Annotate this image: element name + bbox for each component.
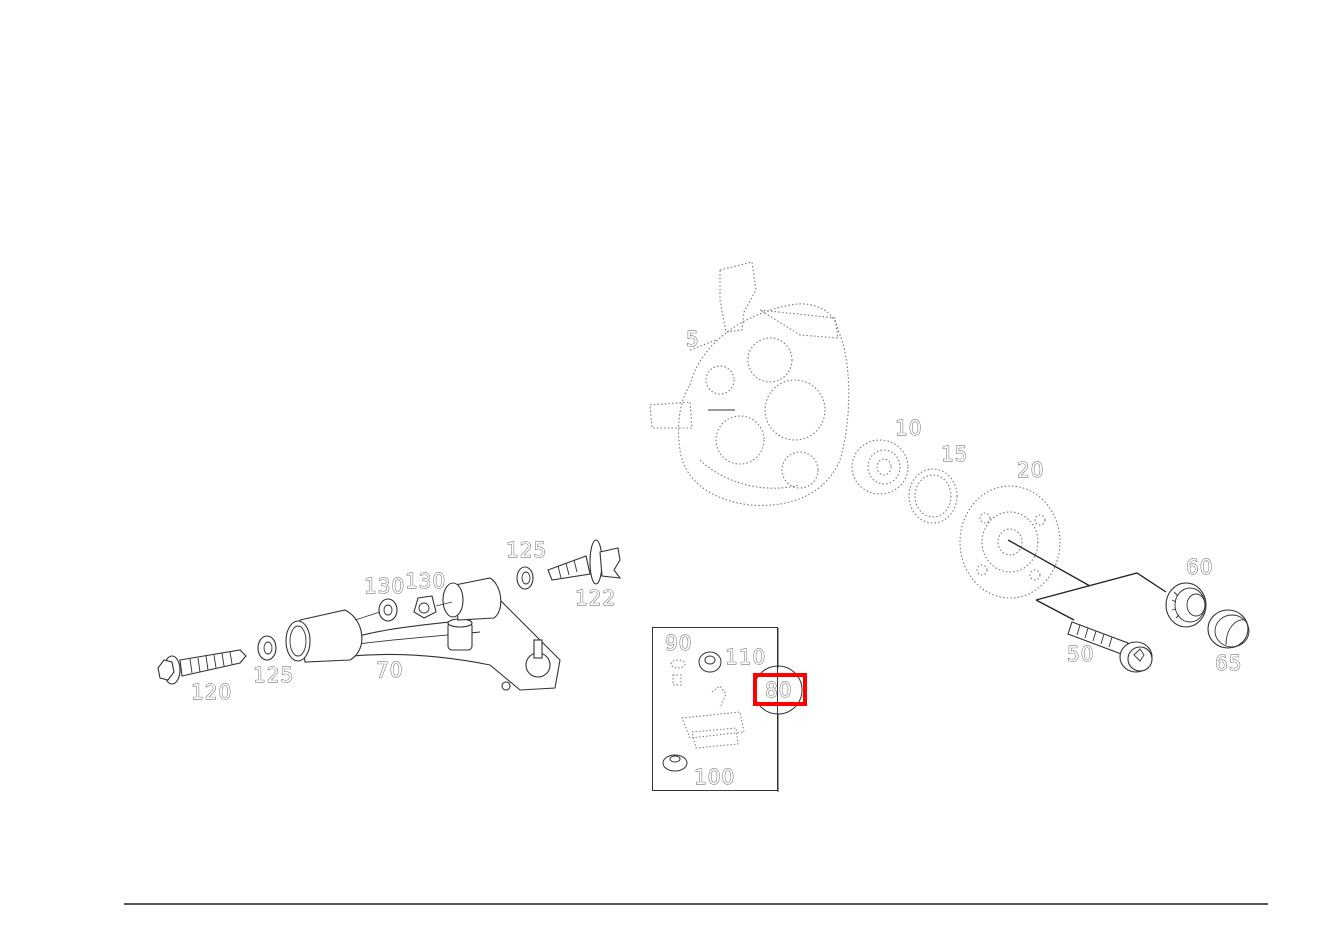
ball-joint-kit-drawing[interactable]	[640, 620, 820, 800]
callout-20[interactable]: 20	[1017, 458, 1045, 482]
callout-10[interactable]: 10	[895, 416, 923, 440]
callout-130-right[interactable]: 130	[405, 569, 447, 593]
part-20-hub[interactable]	[959, 485, 1061, 599]
callout-50[interactable]: 50	[1067, 642, 1095, 666]
callout-70[interactable]: 70	[376, 658, 404, 682]
part-120-bolt[interactable]	[157, 649, 247, 685]
callout-60[interactable]: 60	[1186, 555, 1214, 579]
callout-130-left[interactable]: 130	[364, 574, 406, 598]
part-65-cap[interactable]	[1207, 609, 1250, 649]
callout-125-left[interactable]: 125	[253, 663, 295, 687]
callout-120[interactable]: 120	[191, 680, 233, 704]
callout-65[interactable]: 65	[1215, 651, 1243, 675]
callout-90[interactable]: 90	[665, 631, 693, 655]
part-130-bushing-left[interactable]	[354, 598, 398, 622]
selected-part-highlight[interactable]	[753, 673, 807, 706]
callout-100[interactable]: 100	[694, 765, 736, 789]
ball-joint-kit-frame	[652, 627, 778, 791]
callout-15[interactable]: 15	[941, 442, 969, 466]
leader-lines	[1007, 539, 1167, 621]
part-60-axle-nut[interactable]	[1165, 582, 1207, 628]
part-125-washer-right[interactable]	[516, 566, 534, 590]
callout-125-right[interactable]: 125	[506, 538, 548, 562]
part-10-bearing[interactable]	[851, 439, 909, 495]
part-125-washer-left[interactable]	[257, 635, 277, 661]
callout-5[interactable]: 5	[686, 327, 700, 351]
callout-80[interactable]: 80	[765, 678, 793, 702]
part-130-bushing-right[interactable]	[413, 595, 453, 619]
part-5-steering-knuckle[interactable]	[649, 261, 850, 506]
part-50-bolt[interactable]	[1067, 621, 1153, 673]
callout-122[interactable]: 122	[575, 586, 617, 610]
part-70-control-arm[interactable]	[285, 577, 561, 691]
part-15-ring[interactable]	[908, 468, 958, 524]
callout-110[interactable]: 110	[725, 645, 767, 669]
footer-divider	[124, 903, 1268, 905]
part-122-bolt[interactable]	[547, 539, 622, 585]
